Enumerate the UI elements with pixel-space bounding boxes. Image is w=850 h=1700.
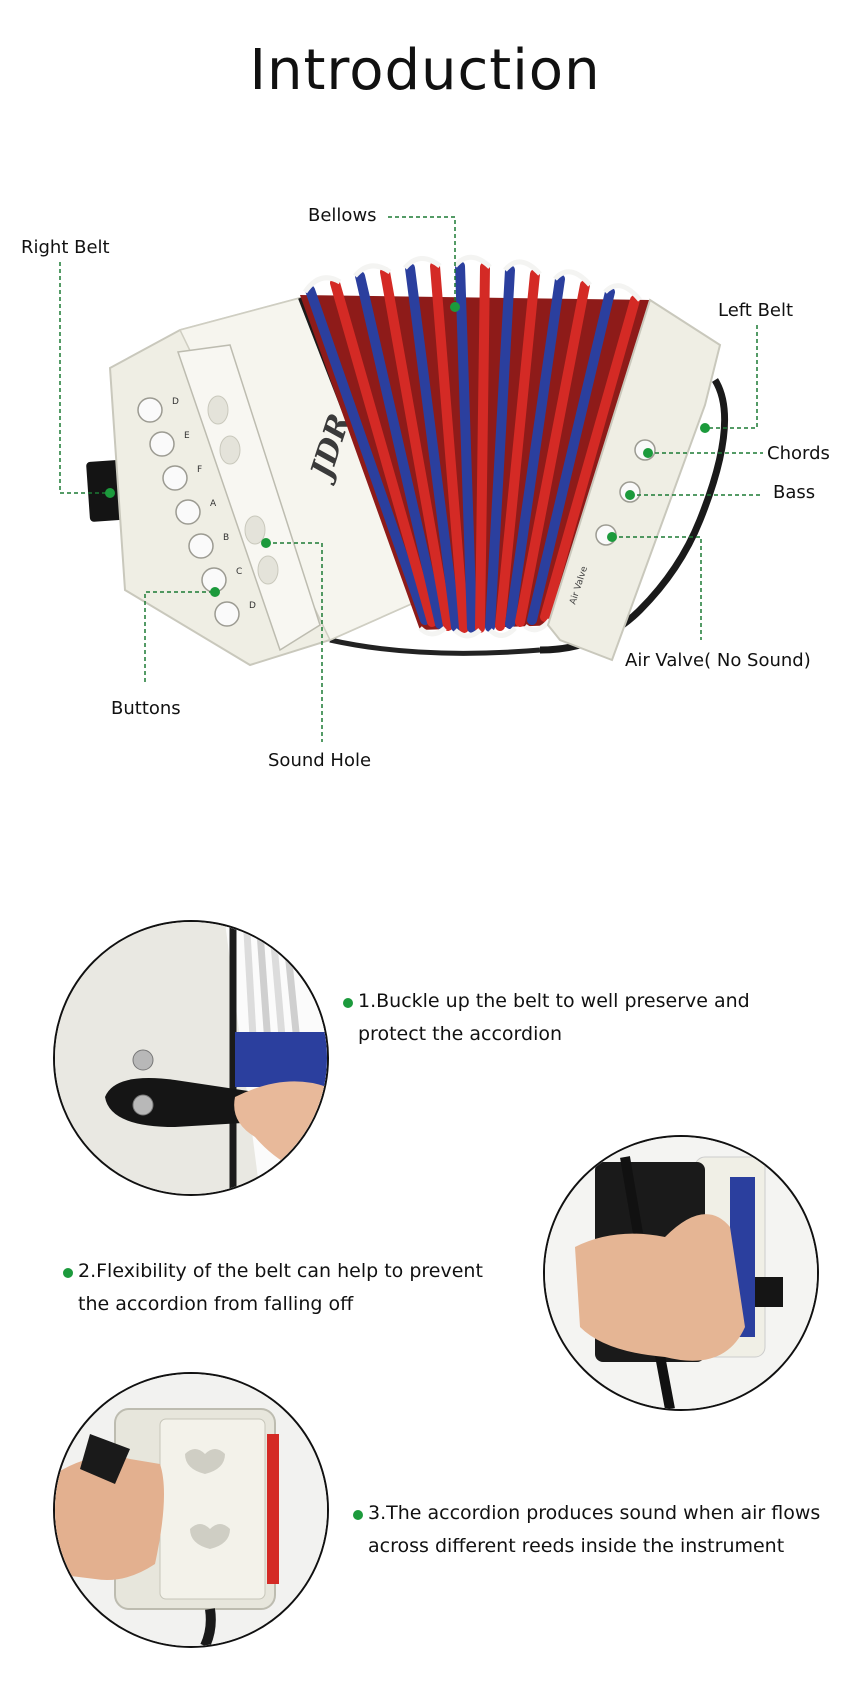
playing-photo [53,1372,329,1648]
svg-text:D: D [249,601,256,611]
page-title: Introduction [249,38,601,103]
treble-buttons [137,397,240,627]
svg-text:A: A [210,499,217,509]
belt-buckle-photo [53,920,329,1196]
feature-3: 3.The accordion produces sound when air … [353,1497,833,1563]
leader-lines [59,216,763,742]
label-bellows: Bellows [308,205,377,226]
bullet-dot [343,998,353,1008]
feature-2-text: 2.Flexibility of the belt can help to pr… [78,1260,483,1315]
bullet-dot [63,1268,73,1278]
label-buttons: Buttons [111,698,181,719]
playing-illustration [55,1374,327,1646]
bottom-strap [329,637,541,656]
label-sound-hole: Sound Hole [268,750,372,771]
bellows [300,254,650,639]
label-air-valve: Air Valve( No Sound) [625,650,811,671]
button-letters: D E F A B C D [172,397,256,611]
label-bass: Bass [773,482,816,503]
feature-2: 2.Flexibility of the belt can help to pr… [63,1255,498,1321]
label-left-belt: Left Belt [718,300,794,321]
label-right-belt: Right Belt [21,237,110,258]
svg-text:B: B [223,533,229,543]
bullet-dot [353,1510,363,1520]
svg-text:F: F [197,465,202,475]
feature-1-text: 1.Buckle up the belt to well preserve an… [358,990,750,1045]
bass-housing [546,298,722,662]
accordion-diagram: D E F A B C D JDR [59,216,763,742]
sound-holes [207,395,279,585]
hand-strap-photo [543,1135,819,1411]
belt-buckle-illustration [55,922,327,1194]
leader-dots [105,302,710,597]
svg-text:D: D [172,397,179,407]
hand-strap-illustration [545,1137,817,1409]
label-chords: Chords [767,443,830,464]
svg-text:C: C [236,567,242,577]
feature-1: 1.Buckle up the belt to well preserve an… [343,985,788,1051]
svg-text:E: E [184,431,190,441]
feature-3-text: 3.The accordion produces sound when air … [368,1502,821,1557]
